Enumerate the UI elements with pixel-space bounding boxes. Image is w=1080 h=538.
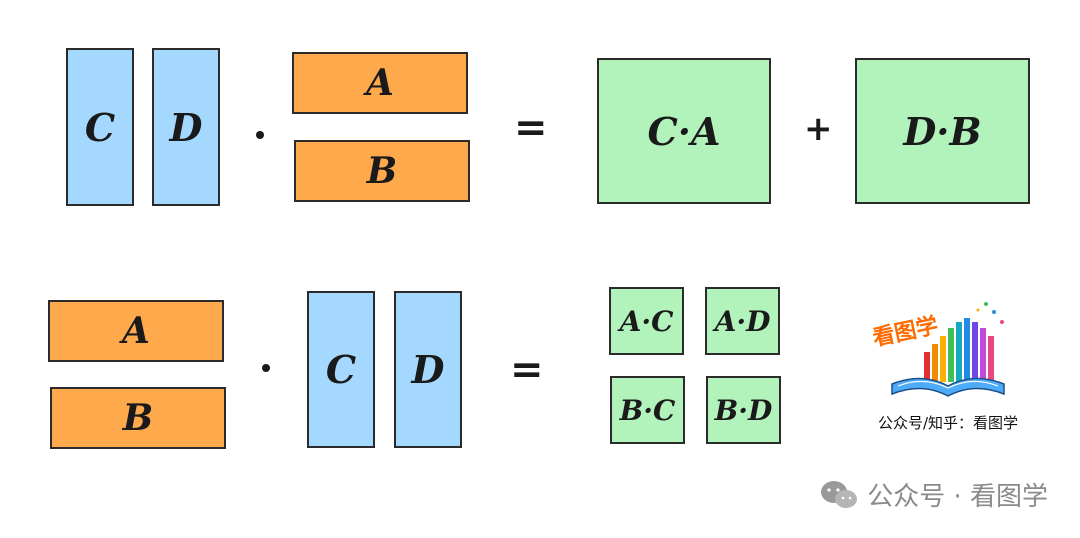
row2-equals-sign: = (510, 347, 544, 393)
row2-result-ad-label: A·D (714, 304, 771, 338)
row2-result-ad: A·D (705, 287, 780, 355)
row1-row-b-label: B (366, 150, 398, 192)
row1-column-d-label: D (169, 104, 203, 150)
row1-result-db: D·B (855, 58, 1030, 204)
brand-logo: 看图学 (862, 282, 1034, 442)
row2-result-ac: A·C (609, 287, 684, 355)
row2-result-ac-label: A·C (619, 304, 674, 338)
row1-result-ca-label: C·A (647, 108, 721, 154)
row1-multiply-dot (256, 131, 264, 139)
row1-result-ca: C·A (597, 58, 771, 204)
row1-plus-sign: + (804, 109, 833, 149)
row2-result-bc: B·C (610, 376, 685, 444)
row2-column-d: D (394, 291, 462, 448)
row1-column-c: C (66, 48, 134, 206)
row2-row-a: A (48, 300, 224, 362)
row1-equals-sign: = (514, 105, 548, 151)
row2-result-bd-label: B·D (714, 393, 773, 427)
open-book-icon (891, 302, 1005, 397)
row2-result-bd: B·D (706, 376, 781, 444)
row1-row-a-label: A (366, 62, 394, 104)
wechat-icon (821, 480, 858, 508)
row1-column-d: D (152, 48, 220, 206)
row2-row-b: B (50, 387, 226, 449)
row2-row-a-label: A (122, 310, 150, 352)
row2-multiply-dot (262, 364, 270, 372)
logo-caption: 公众号/知乎：看图学 (877, 414, 1019, 432)
row1-row-b: B (294, 140, 470, 202)
row2-column-c-label: C (325, 347, 357, 392)
row2-row-b-label: B (122, 397, 154, 439)
row2-column-c: C (307, 291, 375, 448)
row1-result-db-label: D·B (903, 108, 982, 154)
watermark-text: 公众号 · 看图学 (867, 482, 1048, 512)
row2-column-d-label: D (411, 347, 445, 392)
row1-row-a: A (292, 52, 468, 114)
row1-column-c-label: C (84, 104, 116, 150)
watermark: 公众号 · 看图学 (819, 476, 1048, 513)
row2-result-bc-label: B·C (619, 393, 676, 427)
